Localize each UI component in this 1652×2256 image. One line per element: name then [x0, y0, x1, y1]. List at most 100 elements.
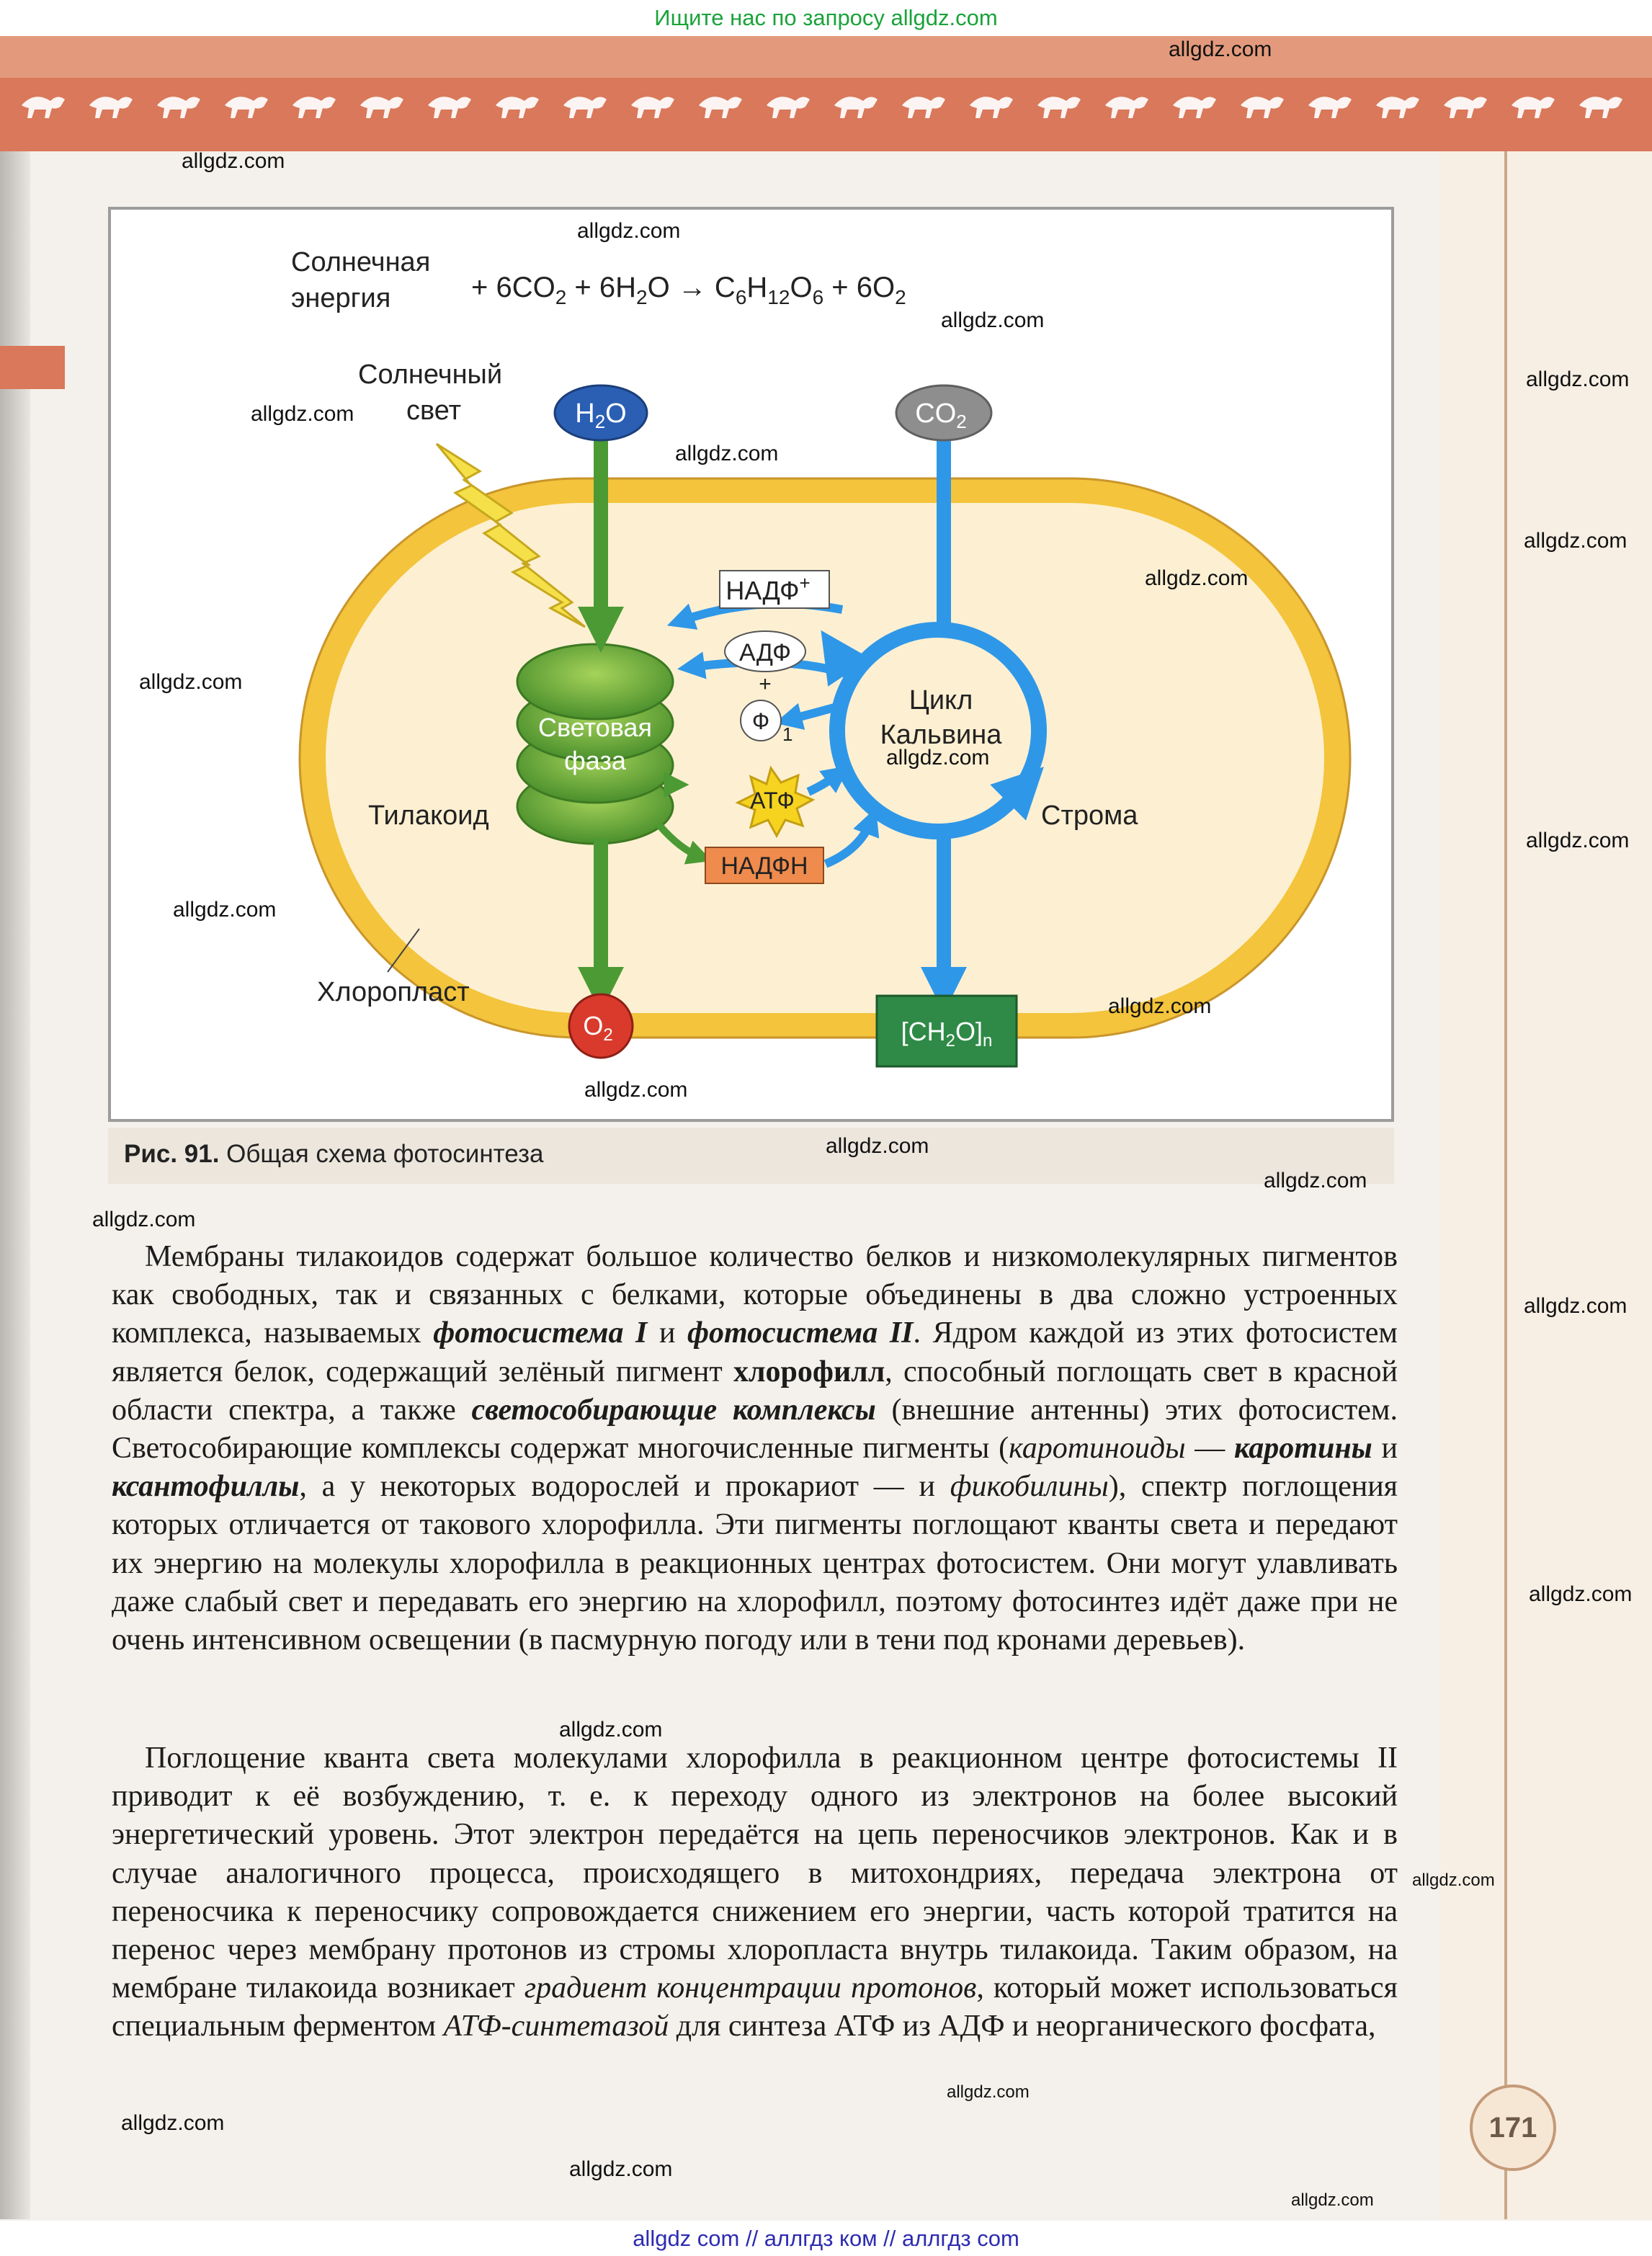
- solar-energy-label: Солнечная: [291, 247, 430, 277]
- text-run: для синтеза АТФ из АДФ и неорганического…: [669, 2010, 1376, 2043]
- text-run: , который может использоваться специальн…: [112, 1971, 1398, 2043]
- body-paragraph-1: Мембраны тилакоидов содержат большое кол…: [112, 1238, 1398, 1659]
- watermark: allgdz.com: [1264, 1169, 1367, 1192]
- figure-caption: Рис. 91. Общая схема фотосинтеза: [124, 1140, 544, 1169]
- watermark: allgdz.com: [1145, 566, 1249, 590]
- h2o-label: H2O: [575, 398, 626, 432]
- watermark: allgdz.com: [675, 442, 779, 465]
- text-run: . Ядром каждой из этих фотосистем являет…: [112, 1316, 1398, 1388]
- animal-silhouette-icon: [699, 97, 742, 118]
- watermark: allgdz.com: [941, 308, 1045, 332]
- watermark: allgdz.com: [886, 746, 990, 770]
- top-banner[interactable]: Ищите нас по запросу allgdz.com: [0, 0, 1652, 36]
- watermark: allgdz.com: [1108, 994, 1212, 1018]
- animal-silhouette-icon: [428, 97, 471, 118]
- watermark: allgdz.com: [826, 1134, 929, 1158]
- margin-rule: [1504, 151, 1507, 2219]
- atp-in-arrow: [806, 765, 850, 796]
- animal-silhouette-icon: [1105, 97, 1148, 118]
- nadp-plus-box: [719, 570, 830, 609]
- watermark: allgdz.com: [1412, 1871, 1495, 1890]
- animal-silhouettes-decoration: [22, 97, 1622, 118]
- watermark: allgdz.com: [1524, 1294, 1628, 1318]
- watermark: allgdz.com: [1291, 2190, 1374, 2210]
- animal-silhouette-icon: [1173, 97, 1216, 118]
- animal-silhouette-icon: [767, 97, 810, 118]
- animal-silhouette-icon: [1376, 97, 1419, 118]
- phosphate-bubble: [740, 700, 782, 741]
- photosynthesis-equation: + 6CO2 + 6H2O → C6H12O6 + 6O2: [471, 272, 906, 308]
- h2o-bubble: [553, 384, 648, 442]
- animal-silhouette-icon: [1308, 97, 1352, 118]
- photosynthesis-diagram: H2O CO2 O2 [CH2O]n НАДФ+ АДФ + Ф 1 АТФ Н…: [291, 247, 1352, 1068]
- text-run: ), спектр поглощения которых отличается …: [112, 1470, 1398, 1657]
- animal-silhouette-icon: [563, 97, 607, 118]
- caption-number: Рис. 91.: [124, 1140, 220, 1168]
- phosphate-subscript: 1: [782, 723, 792, 745]
- body-paragraph-2: Поглощение кванта света молекулами хлоро…: [112, 1739, 1398, 2046]
- nadph-box: [705, 847, 824, 884]
- atp-star: [735, 765, 816, 839]
- text-run: каротины: [1234, 1432, 1372, 1466]
- bottom-banner[interactable]: allgdz com // аллгдз ком // аллгдз com: [0, 2221, 1652, 2256]
- text-run: градиент концентрации протонов: [524, 1971, 977, 2005]
- animal-silhouette-icon: [1512, 97, 1555, 118]
- watermark: allgdz.com: [559, 1718, 663, 1742]
- animal-silhouette-icon: [902, 97, 945, 118]
- sunlight-bolt-icon: [435, 442, 586, 628]
- watermark: allgdz.com: [584, 1078, 688, 1102]
- co2-bubble: [895, 384, 993, 442]
- text-run: —: [1185, 1432, 1235, 1466]
- animal-silhouette-icon: [1579, 97, 1622, 118]
- text-run: ксантофиллы: [112, 1470, 300, 1504]
- watermark: allgdz.com: [121, 2111, 225, 2135]
- text-run: Мембраны тилакоидов содержат большое кол…: [112, 1240, 1398, 1350]
- carbohydrate-label: [CH2O]n: [901, 1017, 993, 1051]
- animal-silhouette-icon: [1037, 97, 1081, 118]
- adp-bubble: [724, 630, 806, 672]
- nadph-out-arrow: [656, 821, 713, 865]
- watermark: allgdz.com: [1524, 529, 1628, 553]
- nadph-in-arrow: [823, 808, 880, 868]
- adp-label: АДФ: [739, 639, 791, 666]
- thylakoid-stack: [516, 643, 674, 845]
- animal-silhouette-icon: [22, 97, 65, 118]
- watermark: allgdz.com: [92, 1208, 196, 1231]
- nadp-plus-label: НАДФ+: [725, 572, 810, 605]
- calvin-cycle-label: Цикл: [909, 685, 973, 715]
- text-run: фикобилины: [950, 1470, 1109, 1504]
- watermark: allgdz.com: [1526, 829, 1630, 852]
- watermark: allgdz.com: [251, 402, 354, 426]
- header-band: [0, 36, 1652, 151]
- text-run: фотосистема I: [433, 1316, 648, 1350]
- stroma-label: Строма: [1041, 801, 1138, 831]
- text-run: светособирающие комплексы: [471, 1393, 876, 1427]
- animal-silhouette-icon: [89, 97, 133, 118]
- watermark: allgdz.com: [182, 149, 285, 173]
- animal-silhouette-icon: [631, 97, 674, 118]
- animal-silhouette-icon: [496, 97, 539, 118]
- text-run: , способный поглощать свет в красной обл…: [112, 1355, 1398, 1427]
- caption-band: [108, 1128, 1394, 1184]
- text-run: и: [1372, 1432, 1398, 1466]
- watermark: allgdz.com: [1529, 1582, 1633, 1606]
- animal-silhouette-icon: [834, 97, 878, 118]
- sunlight-label-2: свет: [406, 396, 461, 426]
- calvin-cycle-label-2: Кальвина: [880, 720, 1003, 750]
- phosphate-return-arrow: [774, 701, 844, 730]
- adp-plus-sign: +: [759, 672, 772, 696]
- text-run: АТФ-синтетазой: [443, 2010, 669, 2043]
- text-run: Поглощение кванта света молекулами хлоро…: [112, 1742, 1398, 2005]
- chloroplast-stroma: [326, 503, 1324, 1013]
- light-phase-label: Световая: [538, 713, 652, 742]
- sunlight-label: Солнечный: [358, 360, 502, 390]
- animal-silhouette-icon: [1444, 97, 1487, 118]
- text-run: фотосистема II: [687, 1316, 914, 1350]
- animal-silhouette-icon: [157, 97, 200, 118]
- nadph-label: НАДФН: [720, 852, 808, 880]
- watermark: allgdz.com: [1526, 367, 1630, 391]
- text-run: хлорофилл: [733, 1355, 885, 1388]
- watermark: allgdz.com: [577, 219, 681, 243]
- watermark: allgdz.com: [947, 2082, 1030, 2102]
- carbohydrate-box: [875, 994, 1018, 1068]
